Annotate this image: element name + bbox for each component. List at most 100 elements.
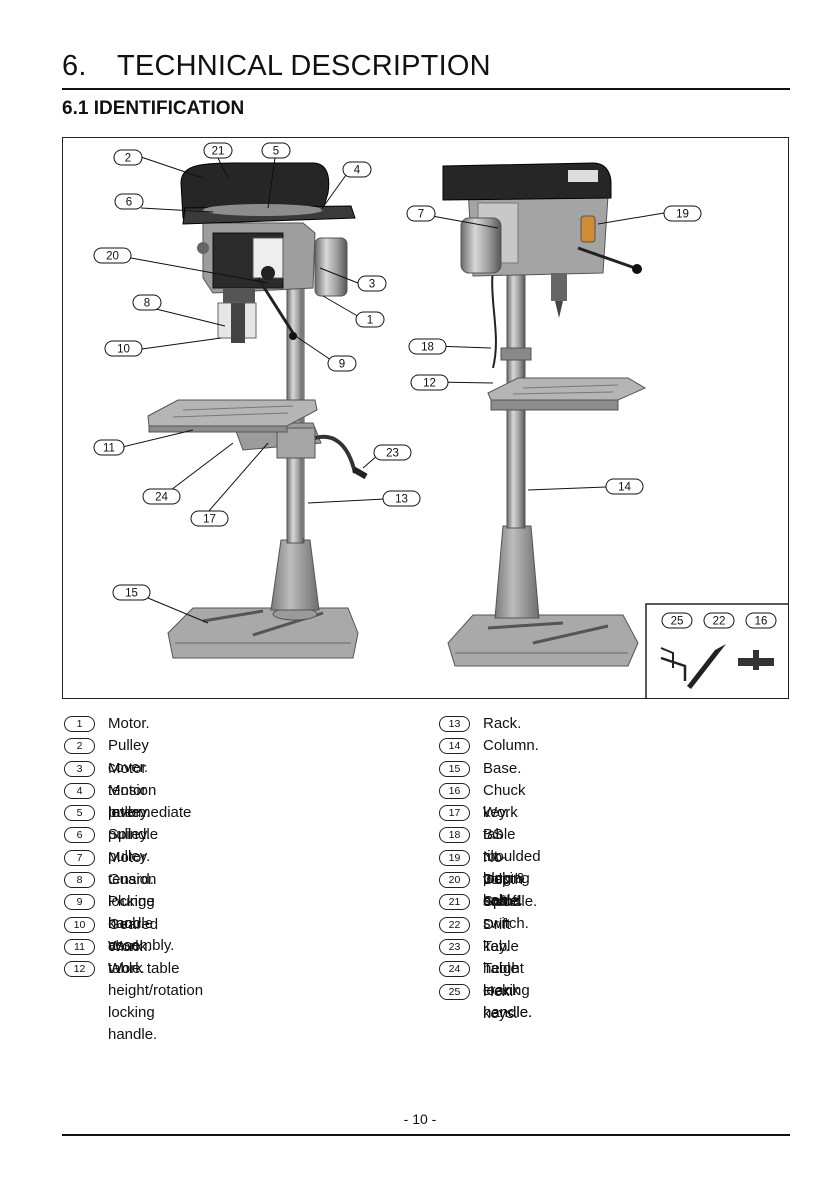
svg-text:15: 15 <box>125 588 138 600</box>
legend-label: Work table. <box>108 937 145 977</box>
callout-10: 10 <box>104 340 143 357</box>
callout-11: 11 <box>93 439 125 456</box>
legend-label: Plunge handle assembly. <box>108 893 175 955</box>
legend-label: Geared chuck. <box>108 915 159 955</box>
legend-label: Motor tension locking knob. <box>108 848 157 932</box>
legend-number-badge: 1 <box>64 716 95 732</box>
page-title: 6. TECHNICAL DESCRIPTION <box>62 50 491 83</box>
legend-number-badge: 14 <box>439 738 470 755</box>
callout-22: 22 <box>703 612 735 629</box>
legend-label: Column. <box>483 737 539 755</box>
svg-text:6: 6 <box>126 197 132 209</box>
legend-number-badge: 21 <box>439 894 470 911</box>
svg-text:13: 13 <box>395 494 408 506</box>
callout-15: 15 <box>112 584 151 601</box>
drill-illustration: 2 21 5 4 6 20 3 8 1 10 9 11 23 24 13 17 … <box>93 142 788 698</box>
legend-label: Guard. <box>108 871 154 889</box>
legend-label: Table height crank handle. <box>483 937 533 1021</box>
svg-text:19: 19 <box>676 209 689 221</box>
callout-20: 20 <box>93 247 132 264</box>
legend-number-badge: 15 <box>439 760 470 777</box>
legend-number-badge: 7 <box>64 849 95 866</box>
callout-5: 5 <box>261 142 291 159</box>
legend-number-badge: 9 <box>64 894 95 911</box>
callout-16: 16 <box>745 612 777 629</box>
legend-label: Depth scale. <box>483 871 524 911</box>
callout-4: 4 <box>342 161 372 178</box>
svg-text:23: 23 <box>386 448 399 460</box>
svg-text:9: 9 <box>339 359 345 371</box>
legend-label: Motor. <box>108 715 150 732</box>
page-number: - 10 - <box>403 1111 437 1127</box>
legend-label: Hex. keys. <box>483 982 519 1022</box>
callout-9: 9 <box>327 355 357 372</box>
legend-number-badge: 5 <box>64 805 95 822</box>
legend-label: Rack. <box>483 715 522 732</box>
svg-text:3: 3 <box>369 279 375 291</box>
callout-18: 18 <box>408 338 447 355</box>
front-view-drill-image <box>147 162 368 659</box>
svg-text:20: 20 <box>106 251 119 263</box>
svg-text:14: 14 <box>618 482 631 494</box>
callout-3: 3 <box>357 275 387 292</box>
legend-label: BS moulded plug & cable. <box>483 826 541 910</box>
callout-1: 1 <box>355 311 385 328</box>
identification-figure: 2 21 5 4 6 20 3 8 1 10 9 11 23 24 13 17 … <box>62 137 789 699</box>
legend-number-badge: 24 <box>439 961 470 978</box>
legend-label: No-volt on/off switch. <box>483 848 529 932</box>
callout-23: 23 <box>373 444 412 461</box>
svg-text:21: 21 <box>212 146 225 158</box>
svg-text:11: 11 <box>103 443 115 455</box>
title-divider <box>62 88 790 90</box>
rear-view-drill-image <box>442 162 647 667</box>
callout-12: 12 <box>410 374 449 391</box>
legend-label: Drift key. <box>483 915 511 955</box>
legend-number-badge: 11 <box>64 938 95 955</box>
svg-text:18: 18 <box>421 342 434 354</box>
callout-6: 6 <box>114 193 144 210</box>
svg-text:1: 1 <box>367 315 373 327</box>
svg-text:17: 17 <box>203 514 216 526</box>
section-number: 6. <box>62 50 87 82</box>
legend-number-badge: 16 <box>439 782 470 799</box>
svg-text:24: 24 <box>155 492 168 504</box>
legend-label: Spindle pulley. <box>108 826 159 866</box>
footer-divider <box>62 1134 790 1136</box>
legend-number-badge: 20 <box>439 872 470 889</box>
svg-text:25: 25 <box>671 616 684 628</box>
legend-number-badge: 8 <box>64 872 95 889</box>
callout-13: 13 <box>382 490 421 507</box>
legend-number-badge: 6 <box>64 827 95 844</box>
legend-number-badge: 25 <box>439 983 470 1000</box>
legend-number-badge: 13 <box>439 716 470 732</box>
callout-25: 25 <box>661 612 693 629</box>
callout-markers: 2 21 5 4 6 20 3 8 1 10 9 11 23 24 13 17 … <box>93 142 777 629</box>
legend-label: Chuck key. <box>483 781 526 821</box>
legend-number-badge: 10 <box>64 916 95 933</box>
legend-number-badge: 22 <box>439 916 470 933</box>
legend-number-badge: 18 <box>439 827 470 844</box>
callout-7: 7 <box>406 205 436 222</box>
callout-8: 8 <box>132 294 162 311</box>
legend-label: Pulley cover. <box>108 737 149 777</box>
legend-number-badge: 23 <box>439 938 470 955</box>
svg-text:16: 16 <box>755 616 768 628</box>
legend-label: Work table height/rotation locking handl… <box>108 960 204 1044</box>
callout-21: 21 <box>203 142 233 159</box>
svg-text:22: 22 <box>713 616 726 628</box>
legend-number-badge: 2 <box>64 738 95 755</box>
section-title-text: TECHNICAL DESCRIPTION <box>117 50 491 82</box>
svg-text:2: 2 <box>125 153 131 165</box>
legend-label: Work table tilt locking bolt. <box>483 804 530 910</box>
svg-text:12: 12 <box>423 378 436 390</box>
callout-14: 14 <box>605 478 644 495</box>
callout-2: 2 <box>113 149 143 166</box>
svg-text:8: 8 <box>144 298 150 310</box>
svg-text:4: 4 <box>354 165 361 177</box>
legend-number-badge: 19 <box>439 849 470 866</box>
legend-label: Motor tension lever. <box>108 759 157 821</box>
svg-text:5: 5 <box>273 146 279 158</box>
legend-number-badge: 4 <box>64 782 95 799</box>
legend-label: Table locking handle. <box>483 960 533 1022</box>
callout-19: 19 <box>663 205 702 222</box>
